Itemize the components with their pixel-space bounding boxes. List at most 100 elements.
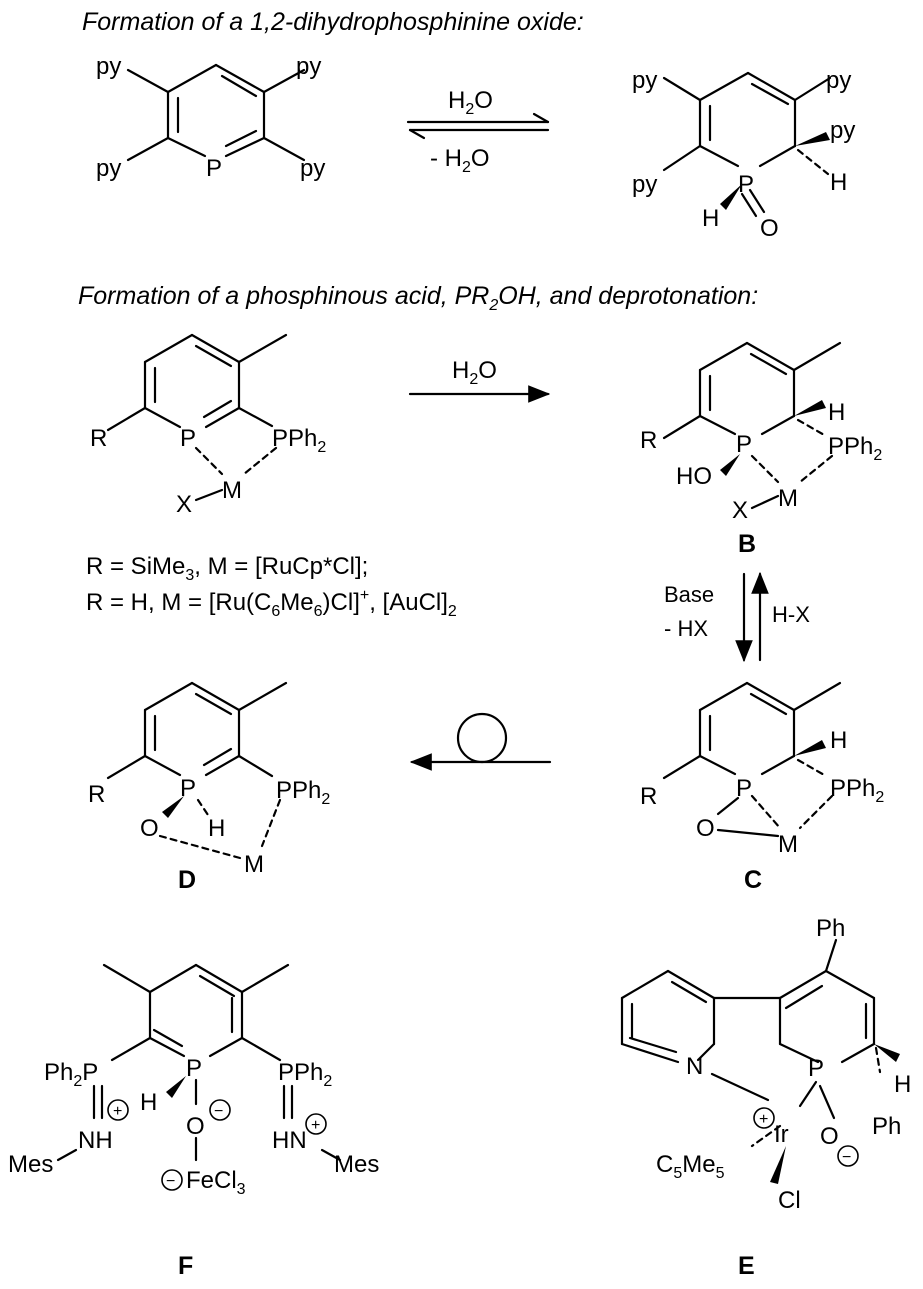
light-circle-icon	[456, 712, 508, 764]
wedge-bond	[770, 1146, 786, 1184]
condition-minus-hx: - HX	[664, 616, 708, 641]
atom-P: P	[736, 775, 752, 802]
charge-plus-symbol: +	[311, 1117, 320, 1134]
charge-minus-icon	[161, 1169, 183, 1191]
atom-P: P	[186, 1055, 202, 1082]
substituent-py: py	[632, 67, 657, 94]
atom-H: H	[140, 1089, 157, 1116]
substituent-py: py	[296, 53, 321, 80]
group-HO: HO	[676, 463, 712, 490]
atom-H: H	[894, 1071, 911, 1098]
atom-H: H	[702, 205, 719, 232]
atom-X: X	[176, 491, 192, 518]
atom-O: O	[760, 215, 779, 242]
charge-minus-icon	[837, 1145, 859, 1167]
group-FeCl3: FeCl3	[186, 1167, 246, 1198]
condition-base: Base	[664, 582, 714, 607]
caption-top: Formation of a 1,2-dihydrophosphinine ox…	[82, 8, 584, 36]
atom-Cl: Cl	[778, 1187, 801, 1214]
charge-plus-icon	[753, 1107, 775, 1129]
atom-H: H	[828, 399, 845, 426]
wedge-bond	[720, 454, 740, 476]
group-Ph2P: Ph2P	[44, 1059, 98, 1090]
equilibrium-arrow-vertical: Base - HX H-X	[664, 571, 810, 663]
reaction-arrow-h2o: H2O	[408, 357, 551, 403]
atom-X: X	[732, 497, 748, 524]
group-C5Me5: C5Me5	[656, 1151, 725, 1182]
atom-P: P	[206, 155, 222, 182]
atom-M: M	[778, 485, 798, 512]
substituent-py: py	[826, 67, 851, 94]
substituent-legend: R = SiMe3, M = [RuCp*Cl]; R = H, M = [Ru…	[86, 553, 457, 620]
group-PPh2: PPh2	[830, 775, 884, 806]
wedge-bond	[794, 400, 826, 416]
substituent-Ph: Ph	[816, 915, 845, 942]
compound-E: Ph N P H Ph O − + Ir C5Me5 Cl E	[620, 915, 911, 1280]
legend-line-1: R = SiMe3, M = [RuCp*Cl];	[86, 553, 368, 584]
atom-H: H	[208, 815, 225, 842]
atom-H: H	[830, 169, 847, 196]
atom-O: O	[186, 1113, 205, 1140]
atom-P: P	[180, 775, 196, 802]
reaction-arrow-light	[409, 712, 552, 771]
substituent-py: py	[300, 155, 325, 182]
wedge-bond	[794, 740, 826, 756]
compound-D: R P PPh2 O H M D	[88, 681, 330, 894]
substituent-py: py	[830, 117, 855, 144]
condition-hx: H-X	[772, 602, 810, 627]
charge-minus-symbol: −	[214, 1103, 223, 1120]
atom-R: R	[640, 783, 657, 810]
substituent-py: py	[96, 53, 121, 80]
dihydrophosphinine-oxide: P H O py py py py H	[632, 67, 855, 242]
atom-O: O	[140, 815, 159, 842]
atom-R: R	[640, 427, 657, 454]
wedge-bond	[166, 1076, 186, 1098]
atom-O: O	[696, 815, 715, 842]
charge-minus-icon	[209, 1099, 231, 1121]
atom-Ir: Ir	[774, 1121, 789, 1148]
atom-O: O	[820, 1123, 839, 1150]
caption-middle: Formation of a phosphinous acid, PR2OH, …	[78, 282, 758, 314]
group-PPh2: PPh2	[276, 777, 330, 808]
atom-R: R	[90, 425, 107, 452]
compound-F: Ph2P P PPh2 H O − NH + Mes HN + Mes − Fe…	[8, 963, 379, 1280]
atom-P: P	[736, 431, 752, 458]
charge-plus-icon	[107, 1099, 129, 1121]
wedge-bond	[795, 132, 830, 146]
label-E: E	[738, 1252, 755, 1280]
charge-minus-symbol: −	[166, 1173, 175, 1190]
atom-M: M	[244, 851, 264, 878]
equilibrium-arrow-top: H2O - H2O	[406, 87, 550, 176]
compound-B: R P H PPh2 HO M X B	[640, 341, 882, 558]
atom-P: P	[738, 171, 754, 198]
substituent-py: py	[632, 171, 657, 198]
atom-M: M	[778, 831, 798, 858]
condition-minus-h2o: - H2O	[430, 145, 490, 176]
charge-minus-symbol: −	[842, 1149, 851, 1166]
atom-P: P	[180, 425, 196, 452]
legend-line-2: R = H, M = [Ru(C6Me6)Cl]+, [AuCl]2	[86, 587, 457, 620]
atom-R: R	[88, 781, 105, 808]
group-PPh2: PPh2	[272, 425, 326, 456]
charge-plus-symbol: +	[113, 1103, 122, 1120]
atom-P: P	[808, 1055, 824, 1082]
condition-h2o: H2O	[452, 357, 497, 388]
label-D: D	[178, 866, 196, 894]
group-Mes: Mes	[8, 1151, 53, 1178]
group-PPh2: PPh2	[828, 433, 882, 464]
label-F: F	[178, 1252, 193, 1280]
phosphinine-complex: R P PPh2 M X	[90, 333, 326, 518]
wedge-bond	[162, 796, 184, 818]
label-B: B	[738, 530, 756, 558]
atom-N: N	[686, 1053, 703, 1080]
group-Mes: Mes	[334, 1151, 379, 1178]
group-NH: NH	[78, 1127, 113, 1154]
charge-plus-symbol: +	[759, 1111, 768, 1128]
substituent-py: py	[96, 155, 121, 182]
atom-M: M	[222, 477, 242, 504]
wedge-bond	[720, 184, 742, 210]
atom-H: H	[830, 727, 847, 754]
condition-h2o: H2O	[448, 87, 493, 118]
label-C: C	[744, 866, 762, 894]
